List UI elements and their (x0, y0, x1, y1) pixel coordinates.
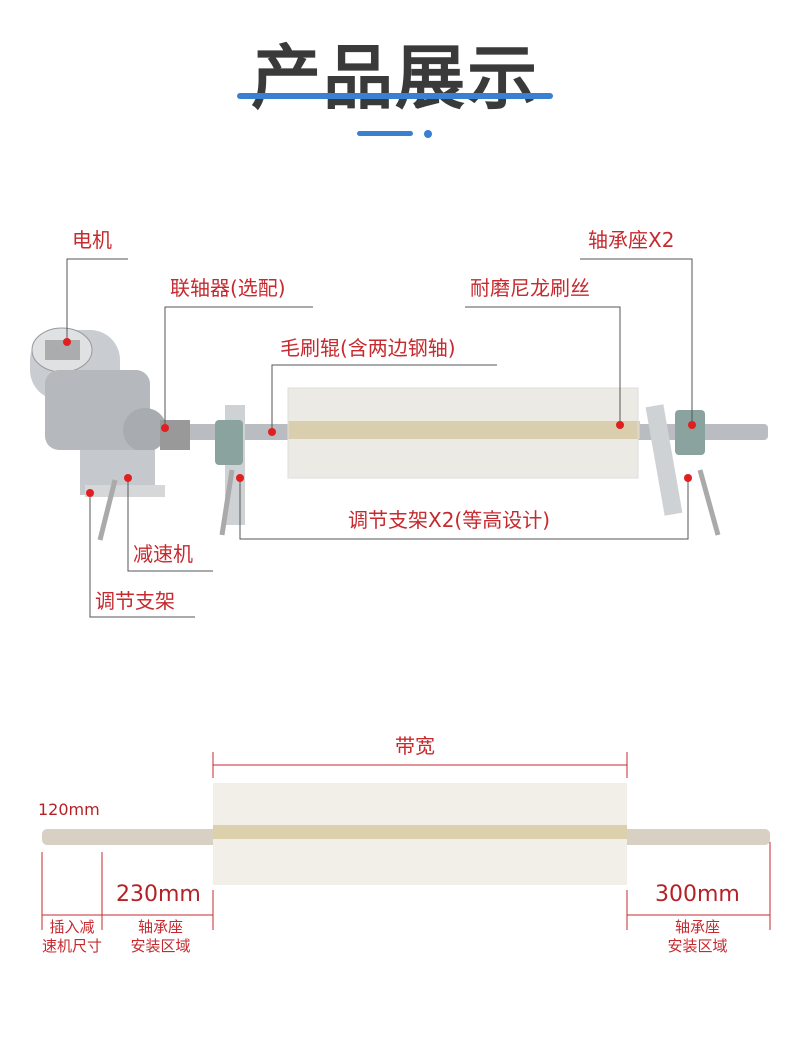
label-belt-width: 带宽 (395, 734, 435, 758)
page-title: 产品展示 (251, 37, 539, 119)
line-1: 插入减 (49, 918, 95, 936)
label-nylon-bristles: 耐磨尼龙刷丝 (470, 276, 590, 300)
label-brush-roller: 毛刷辊(含两边钢轴) (280, 336, 456, 360)
roller-image (42, 783, 770, 885)
dimension-lines (41, 752, 771, 930)
line-1: 轴承座 (674, 918, 720, 936)
label-left-length: 230mm (116, 882, 201, 907)
label-reducer: 减速机 (133, 542, 193, 566)
decor-bar (357, 131, 413, 136)
label-coupling: 联轴器(选配) (170, 276, 286, 300)
line-2: 速机尺寸 (41, 937, 102, 955)
title-underline (237, 93, 553, 99)
right-bracket-image (645, 404, 721, 536)
label-adjust-bracket: 调节支架 (95, 589, 175, 613)
label-right-bearing-area: 轴承座 安装区域 (650, 918, 745, 956)
line-2: 安装区域 (667, 937, 728, 955)
decor-dot (424, 130, 432, 138)
brush-roller-image (287, 387, 640, 479)
label-adjust-bracket-x2: 调节支架X2(等高设计) (348, 508, 551, 532)
leader-lines (66, 258, 693, 618)
leader-dots (63, 338, 696, 497)
label-right-length: 300mm (655, 882, 740, 907)
line-2: 安装区域 (130, 937, 191, 955)
label-shaft-diameter: 120mm (38, 800, 100, 819)
motor-image (30, 327, 190, 541)
label-motor: 电机 (72, 228, 112, 252)
label-bearing-seat: 轴承座X2 (588, 228, 675, 252)
label-left-bearing-area: 轴承座 安装区域 (113, 918, 208, 956)
line-1: 轴承座 (137, 918, 183, 936)
label-insert-reducer: 插入减 速机尺寸 (36, 918, 108, 956)
